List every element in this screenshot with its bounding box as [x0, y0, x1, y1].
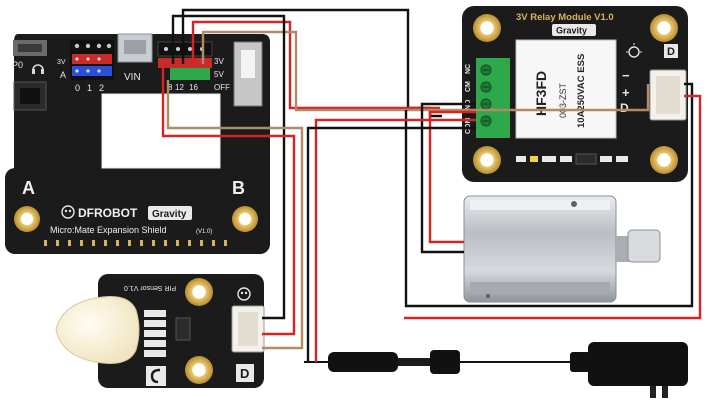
relay-mount-hole-tr	[650, 14, 678, 42]
pir-lens	[55, 296, 140, 364]
relay-pin-label-minus: −	[622, 68, 630, 83]
pir-smd-column	[144, 310, 191, 357]
shield-mount-hole-right	[232, 206, 258, 232]
solenoid-lock	[463, 195, 661, 303]
pir-d-badge: D	[236, 364, 254, 382]
relay-label-cm: CM	[465, 81, 472, 92]
wire-red-lock	[428, 110, 476, 244]
wire-black-power-supply	[306, 126, 476, 362]
pin-label-2: 2	[99, 83, 104, 93]
svg-text:D: D	[667, 46, 675, 58]
wire-relay-connector-black	[404, 82, 694, 308]
side-label-a: A	[22, 178, 35, 198]
relay-mount-hole-br	[650, 146, 678, 174]
relay-pin-label-plus: +	[622, 85, 630, 100]
shield-brand: DFROBOT	[78, 206, 138, 220]
relay-mount-hole-bl	[473, 146, 501, 174]
wire-tan-relay-ground	[201, 30, 650, 112]
pir-gravity-logo-icon	[146, 366, 166, 386]
pin-label-3v-right: 3V	[214, 57, 224, 66]
wire-black-pir-signal	[171, 14, 286, 320]
relay-marking-3: 10A250VAC ESS	[576, 54, 587, 128]
relay-smd-row	[516, 153, 628, 165]
svg-text:Gravity: Gravity	[556, 26, 587, 36]
shield-pin-header	[70, 40, 114, 80]
wire-red-power-supply	[314, 118, 476, 362]
shield-edge-connector	[44, 240, 227, 246]
shield-name: Micro:Mate Expansion Shield	[50, 225, 167, 235]
shield-gravity-badge: Gravity	[148, 206, 192, 220]
pir-gravity-connector	[231, 305, 265, 353]
signal-pin-header	[157, 41, 213, 80]
pin-label-3v: 3V	[57, 59, 66, 66]
power-switch[interactable]	[233, 41, 263, 107]
pir-mount-hole-bottom	[185, 356, 213, 384]
shield-buzzer	[13, 40, 47, 56]
relay-gravity-connector	[649, 69, 687, 121]
relay-label-com: COM	[465, 118, 472, 135]
pin-label-p0: P0	[12, 60, 23, 70]
relay-pin-label-d: D	[620, 101, 629, 115]
pir-dfrobot-icon	[237, 287, 251, 301]
svg-text:D: D	[240, 366, 249, 381]
pin-label-0: 0	[75, 83, 80, 93]
shield-mount-hole-left	[14, 206, 40, 232]
wire-relay-connector-red	[404, 94, 702, 320]
shield-version: (V1.0)	[196, 229, 212, 235]
relay-label-nc: NC	[465, 64, 472, 74]
pin-label-5v: 5V	[214, 70, 224, 79]
relay-screw-terminal	[476, 58, 510, 138]
relay-gravity-badge: Gravity	[552, 24, 596, 36]
svg-text:Gravity: Gravity	[152, 209, 187, 220]
shield-chip	[13, 81, 47, 111]
pin-label-8: 8	[168, 83, 173, 92]
pir-mount-hole-top	[185, 278, 213, 306]
pin-label-16: 16	[189, 83, 198, 92]
relay-marking-2: 003-ZST	[558, 82, 568, 118]
relay-component: HF3FD 003-ZST 10A250VAC ESS	[515, 39, 617, 139]
pin-label-vin: VIN	[124, 72, 141, 83]
wire-red-relay-power	[191, 20, 440, 110]
pin-label-1: 1	[87, 83, 92, 93]
pin-label-a: A	[60, 70, 66, 80]
expansion-shield-board	[5, 34, 270, 254]
headphone-icon	[32, 64, 44, 74]
relay-d-badge: D	[664, 44, 678, 58]
wires	[161, 8, 702, 362]
wire-black-lock	[420, 102, 476, 254]
relay-bulb-icon	[626, 43, 642, 58]
usb-port	[117, 33, 153, 63]
dfrobot-logo-icon	[61, 205, 75, 219]
pir-title: PIR Sensor V1.0	[124, 284, 176, 291]
side-label-b: B	[232, 178, 245, 198]
power-adapter	[570, 342, 688, 398]
relay-marking-1: HF3FD	[533, 71, 549, 116]
relay-mount-hole-tl	[473, 14, 501, 42]
pin-label-off: OFF	[214, 83, 230, 92]
wire-tan-pir-ground	[166, 80, 304, 350]
relay-title: 3V Relay Module V1.0	[516, 12, 614, 23]
pin-label-12: 12	[175, 83, 184, 92]
dc-barrel-cable	[304, 350, 570, 374]
wire-red-pir-power	[161, 64, 296, 336]
